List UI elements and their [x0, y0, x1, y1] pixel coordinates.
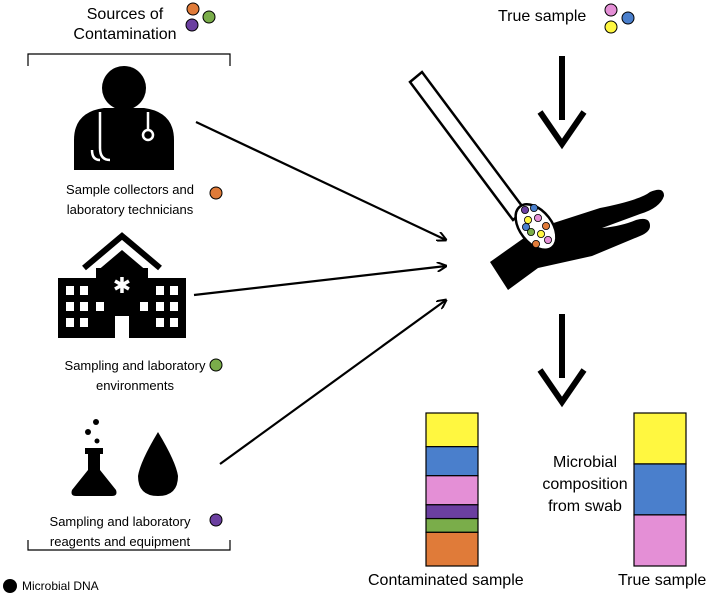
environments-label: Sampling and laboratory environments: [64, 358, 206, 393]
environment-dot: [209, 358, 223, 372]
sources-bracket-bottom: [27, 540, 231, 551]
composition-label: Microbial composition from swab: [542, 454, 628, 515]
arrow-collector: [195, 121, 446, 240]
hospital-icon: ✱: [58, 232, 186, 338]
swab-microbe-dot: [542, 221, 551, 230]
composition-segment: [425, 446, 479, 477]
swab-microbe-dot: [537, 229, 546, 238]
swab-microbe-dot: [522, 222, 531, 231]
swab-icon: [408, 70, 558, 251]
sources-bracket-top: [27, 53, 231, 66]
composition-segment: [425, 517, 479, 533]
swab-microbe-dot: [534, 213, 543, 222]
true-composition-bar: [633, 412, 687, 567]
sources-title-dots: [185, 2, 216, 32]
composition-segment: [425, 475, 479, 506]
hand-icon: [490, 189, 664, 290]
swab-microbe-dot: [544, 235, 553, 244]
true-caption: True sample: [618, 572, 707, 589]
flask-drop-icon: [71, 419, 178, 496]
arrow-true-to-hand: [537, 56, 587, 150]
composition-segment: [633, 514, 687, 567]
arrow-environment: [193, 266, 446, 297]
legend-label: Microbial DNA: [22, 579, 99, 593]
svg-text:✱: ✱: [113, 274, 131, 299]
arrow-hand-to-composition: [537, 314, 587, 408]
composition-segment: [425, 412, 479, 448]
true-sample-title: True sample: [498, 8, 587, 25]
swab-microbe-dot: [527, 227, 536, 236]
composition-segment: [425, 504, 479, 520]
doctor-icon: [74, 66, 174, 170]
contaminated-composition-bar: [425, 412, 479, 567]
legend-dot: [3, 579, 17, 593]
swab-microbe-dot: [524, 215, 533, 224]
collectors-label: Sample collectors and laboratory technic…: [66, 182, 194, 217]
composition-segment: [633, 463, 687, 516]
arrow-reagents: [219, 300, 446, 465]
composition-segment: [425, 531, 479, 567]
collector-dot: [209, 186, 223, 200]
swab-microbe-dot: [532, 239, 541, 248]
composition-segment: [633, 412, 687, 465]
reagents-label: Sampling and laboratory reagents and equ…: [49, 514, 191, 549]
true-sample-title-dots: [604, 3, 635, 34]
sources-title: Sources of Contamination: [73, 6, 177, 43]
swab-microbe-dot: [530, 203, 539, 212]
swab-microbe-dot: [521, 205, 530, 214]
contaminated-caption: Contaminated sample: [368, 572, 524, 589]
reagent-dot: [209, 513, 223, 527]
